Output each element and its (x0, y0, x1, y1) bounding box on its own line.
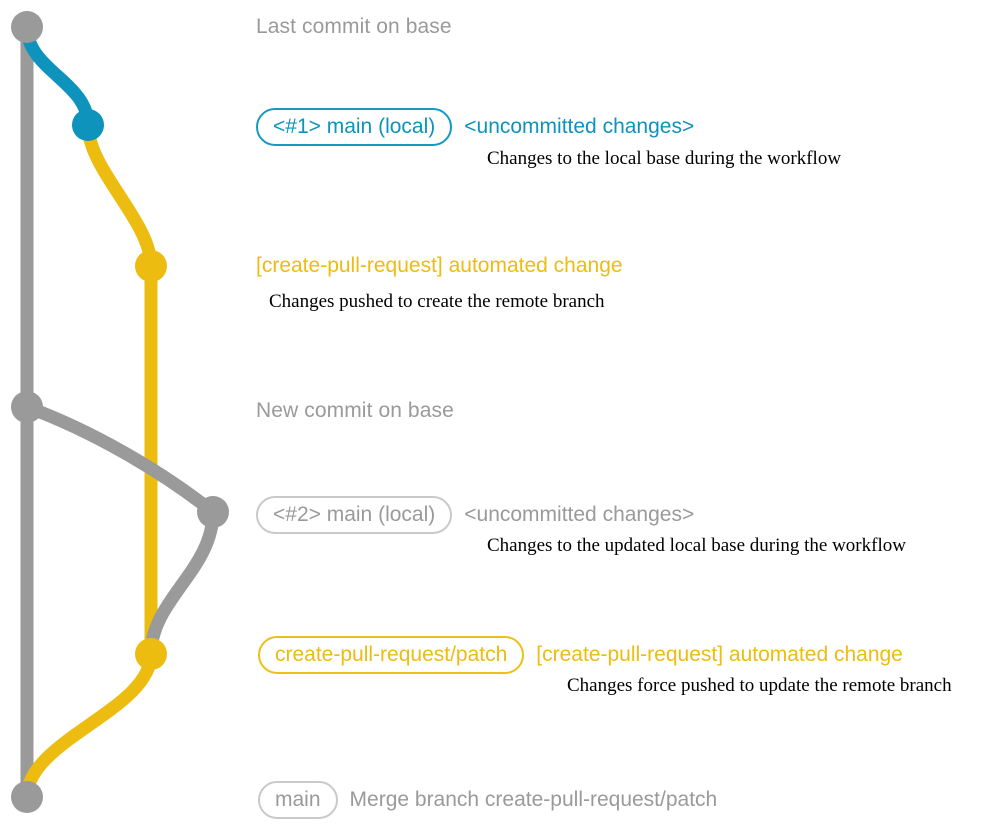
edge-base-to-local1 (20, 20, 95, 132)
row-remote-commit-1: [create-pull-request] automated change (256, 255, 623, 276)
commit-node-base-new (11, 391, 43, 423)
commit-node-remote-commit-2 (135, 638, 167, 670)
ref-badge-main[interactable]: main (258, 781, 338, 819)
commit-node-local-commit-1 (72, 109, 104, 141)
edge-base-to-local2 (20, 400, 220, 519)
row-remote-commit-2: create-pull-request/patch [create-pull-r… (258, 636, 903, 674)
commit-description-local-1: Changes to the local base during the wor… (487, 148, 842, 169)
commit-subject-merge-branch: Merge branch create-pull-request/patch (349, 788, 718, 811)
commit-description-local-2: Changes to the updated local base during… (487, 535, 906, 556)
commit-subject-uncommitted-changes-1: <uncommitted changes> (464, 115, 695, 138)
ref-badge-create-pull-request-patch[interactable]: create-pull-request/patch (258, 636, 525, 674)
row-merge-commit: main Merge branch create-pull-request/pa… (258, 781, 717, 819)
edge-local2-to-remote2 (144, 505, 220, 661)
commit-subject-uncommitted-changes-2: <uncommitted changes> (464, 503, 695, 526)
row-new-commit-on-base: New commit on base (256, 400, 454, 421)
edge-local1-to-remote1 (81, 118, 158, 661)
commit-subject-automated-change-1: [create-pull-request] automated change (256, 254, 623, 277)
commit-nodes (11, 11, 229, 813)
commit-description-remote-2: Changes force pushed to update the remot… (567, 675, 952, 696)
row-last-commit-on-base: Last commit on base (256, 16, 452, 37)
commit-node-merge-commit (11, 781, 43, 813)
commit-node-remote-commit-1 (135, 250, 167, 282)
ref-badge-main-local-1[interactable]: <#1> main (local) (256, 108, 453, 146)
ref-badge-main-local-2[interactable]: <#2> main (local) (256, 496, 453, 534)
edge-remote2-to-merge (20, 647, 158, 804)
commit-description-remote-1: Changes pushed to create the remote bran… (269, 291, 605, 312)
commit-node-base-head (11, 11, 43, 43)
commit-subject-automated-change-2: [create-pull-request] automated change (536, 643, 903, 666)
commit-node-local-commit-2 (197, 496, 229, 528)
commit-heading-last-commit: Last commit on base (256, 15, 452, 38)
row-local-commit-1: <#1> main (local) <uncommitted changes> (256, 108, 694, 146)
commit-heading-new-commit: New commit on base (256, 399, 454, 422)
row-local-commit-2: <#2> main (local) <uncommitted changes> (256, 496, 694, 534)
